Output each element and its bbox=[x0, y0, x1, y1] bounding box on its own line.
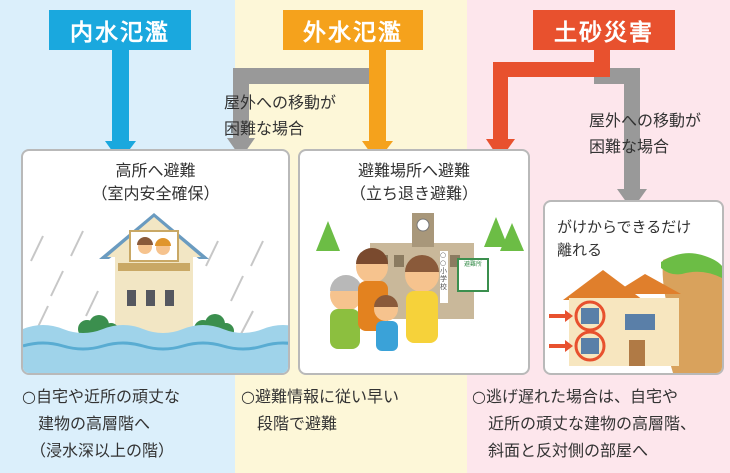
landslide-panel: がけからできるだけ 離れる bbox=[543, 200, 724, 375]
gray-arrow-river bbox=[227, 68, 377, 158]
river-flood-header: 外水氾濫 bbox=[283, 10, 423, 50]
landslide-header: 土砂災害 bbox=[533, 10, 675, 50]
house-near-cliff-illustration bbox=[549, 253, 722, 373]
landslide-advice: ○逃げ遅れた場合は、自宅や 近所の頑丈な建物の高層階、 斜面と反対側の部屋へ bbox=[472, 387, 697, 460]
flooded-house-illustration bbox=[23, 213, 288, 373]
evacuating-family-illustration bbox=[316, 213, 524, 351]
river-panel: 避難場所へ避難 （立ち退き避難） ○○小学校 避難所 bbox=[298, 149, 530, 375]
gray-arrow-landslide bbox=[594, 68, 647, 210]
blue-arrow bbox=[105, 50, 136, 162]
shelter-sign: 避難所 bbox=[463, 261, 482, 268]
river-advice: ○避難情報に従い早い 段階で避難 bbox=[241, 387, 399, 433]
landslide-panel-title: がけからできるだけ 離れる bbox=[557, 218, 692, 259]
landslide-note: 屋外への移動が 困難な場合 bbox=[589, 111, 702, 156]
river-note: 屋外への移動が 困難な場合 bbox=[224, 93, 337, 138]
inland-flood-header: 内水氾濫 bbox=[49, 10, 191, 50]
inland-panel: 高所へ避難 （室内安全確保） bbox=[21, 149, 290, 375]
inland-panel-title: 高所へ避難 （室内安全確保） bbox=[91, 161, 220, 203]
orange-arrow bbox=[362, 50, 393, 162]
school-sign: ○○小学校 bbox=[440, 251, 447, 291]
river-panel-title: 避難場所へ避難 （立ち退き避難） bbox=[349, 161, 478, 203]
red-arrow bbox=[486, 50, 610, 160]
inland-advice: ○自宅や近所の頑丈な 建物の高層階へ （浸水深以上の階） bbox=[22, 387, 180, 460]
